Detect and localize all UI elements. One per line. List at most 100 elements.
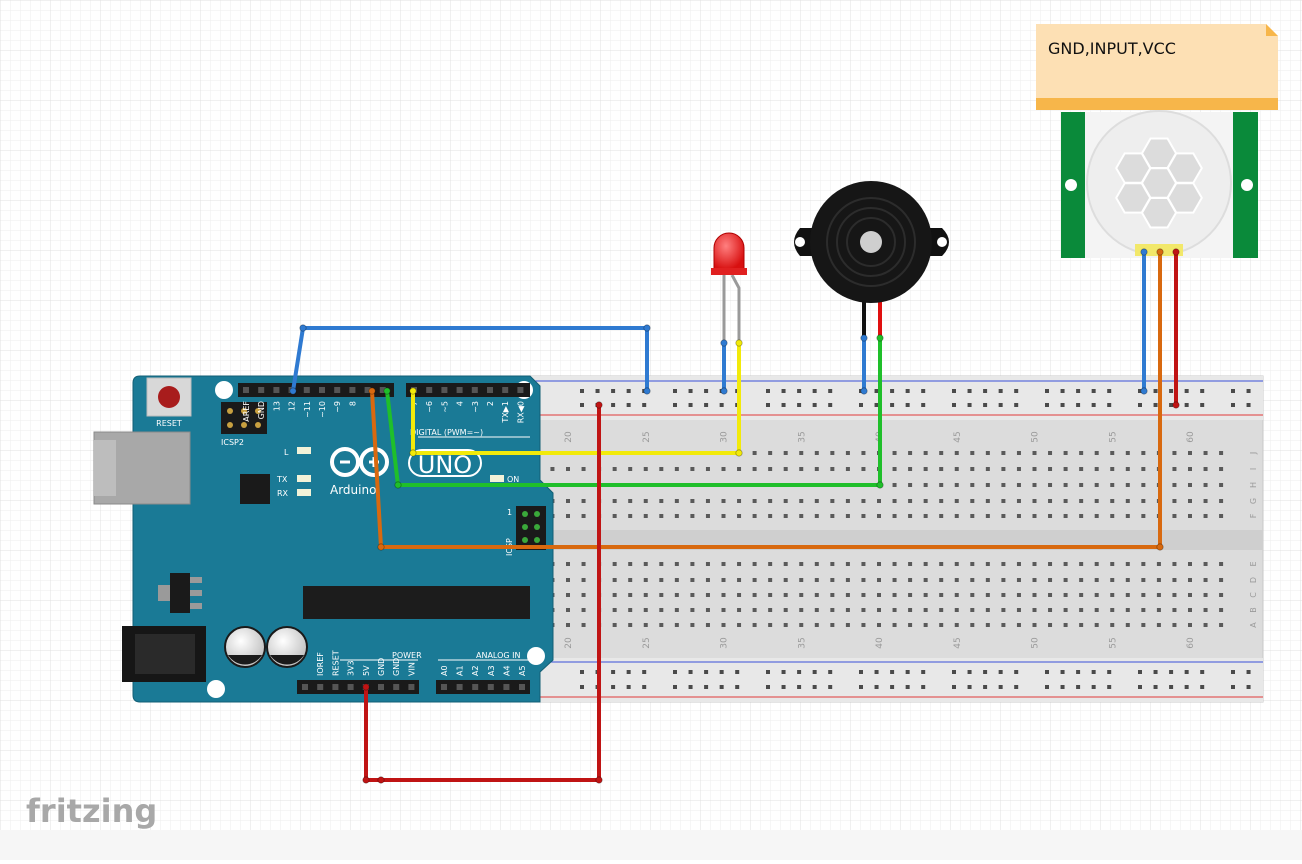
breadboard-hole[interactable] (705, 499, 710, 503)
breadboard-hole[interactable] (892, 608, 897, 612)
breadboard-hole[interactable] (752, 608, 757, 612)
breadboard-hole[interactable] (954, 514, 959, 518)
breadboard-hole[interactable] (923, 623, 928, 627)
breadboard-hole[interactable] (814, 578, 819, 582)
rail-hole[interactable] (673, 670, 677, 674)
rail-hole[interactable] (983, 403, 988, 407)
breadboard-hole[interactable] (581, 562, 586, 566)
rail-hole[interactable] (952, 685, 956, 689)
breadboard-hole[interactable] (1188, 608, 1192, 612)
wire-blue-gnd-arch[interactable] (291, 326, 649, 393)
rail-hole[interactable] (967, 685, 972, 689)
breadboard-hole[interactable] (954, 593, 959, 597)
rail-hole[interactable] (967, 389, 972, 393)
breadboard-hole[interactable] (1048, 499, 1053, 503)
breadboard-hole[interactable] (845, 499, 850, 503)
breadboard-hole[interactable] (612, 499, 617, 503)
breadboard-hole[interactable] (814, 514, 819, 518)
breadboard-hole[interactable] (970, 578, 975, 582)
breadboard-hole[interactable] (752, 451, 757, 455)
breadboard-hole[interactable] (628, 499, 633, 503)
breadboard-hole[interactable] (768, 623, 773, 627)
breadboard-hole[interactable] (892, 623, 897, 627)
breadboard-hole[interactable] (674, 499, 679, 503)
rail-hole[interactable] (797, 670, 802, 674)
breadboard-hole[interactable] (877, 578, 881, 582)
rail-hole[interactable] (781, 403, 786, 407)
breadboard-hole[interactable] (1001, 451, 1006, 455)
breadboard-hole[interactable] (783, 467, 788, 471)
rail-hole[interactable] (580, 670, 584, 674)
breadboard-hole[interactable] (908, 623, 913, 627)
breadboard-hole[interactable] (799, 451, 804, 455)
breadboard-hole[interactable] (845, 514, 850, 518)
breadboard-hole[interactable] (939, 514, 944, 518)
breadboard-hole[interactable] (690, 499, 695, 503)
breadboard-hole[interactable] (1063, 623, 1068, 627)
breadboard-hole[interactable] (1032, 578, 1037, 582)
breadboard-hole[interactable] (612, 514, 617, 518)
breadboard-hole[interactable] (861, 499, 866, 503)
breadboard-hole[interactable] (799, 623, 804, 627)
breadboard-hole[interactable] (845, 451, 850, 455)
rail-hole[interactable] (595, 389, 600, 393)
breadboard-hole[interactable] (1016, 608, 1021, 612)
breadboard-hole[interactable] (566, 562, 570, 566)
breadboard-hole[interactable] (939, 467, 944, 471)
breadboard-hole[interactable] (1188, 514, 1192, 518)
breadboard-hole[interactable] (939, 499, 944, 503)
breadboard-hole[interactable] (674, 514, 679, 518)
breadboard-hole[interactable] (1079, 499, 1084, 503)
breadboard-hole[interactable] (1110, 514, 1115, 518)
rail-hole[interactable] (704, 389, 709, 393)
breadboard-hole[interactable] (845, 467, 850, 471)
breadboard-hole[interactable] (1203, 514, 1208, 518)
breadboard-hole[interactable] (908, 483, 913, 487)
breadboard-hole[interactable] (1094, 593, 1099, 597)
breadboard-hole[interactable] (1032, 562, 1037, 566)
breadboard-hole[interactable] (768, 578, 773, 582)
breadboard-hole[interactable] (628, 562, 633, 566)
red-led[interactable] (711, 232, 747, 345)
breadboard-hole[interactable] (1094, 623, 1099, 627)
breadboard-hole[interactable] (1141, 562, 1146, 566)
rail-hole[interactable] (921, 685, 926, 689)
rail-hole[interactable] (1138, 403, 1142, 407)
rail-hole[interactable] (766, 670, 770, 674)
breadboard-hole[interactable] (985, 514, 990, 518)
breadboard-hole[interactable] (939, 562, 944, 566)
breadboard-hole[interactable] (768, 562, 773, 566)
rail-hole[interactable] (921, 389, 926, 393)
rail-hole[interactable] (797, 403, 802, 407)
breadboard-hole[interactable] (1094, 499, 1099, 503)
breadboard-hole[interactable] (830, 467, 835, 471)
rail-hole[interactable] (1060, 685, 1065, 689)
rail-hole[interactable] (1076, 685, 1081, 689)
breadboard-hole[interactable] (1141, 623, 1146, 627)
breadboard-hole[interactable] (1203, 451, 1208, 455)
breadboard-hole[interactable] (861, 578, 866, 582)
breadboard-hole[interactable] (1048, 451, 1053, 455)
rail-hole[interactable] (1246, 403, 1251, 407)
rail-hole[interactable] (1107, 670, 1112, 674)
rail-hole[interactable] (1200, 670, 1205, 674)
breadboard-hole[interactable] (1203, 623, 1208, 627)
rail-hole[interactable] (688, 389, 693, 393)
rail-hole[interactable] (1169, 670, 1174, 674)
breadboard-hole[interactable] (705, 623, 710, 627)
breadboard-hole[interactable] (690, 623, 695, 627)
breadboard-hole[interactable] (939, 578, 944, 582)
breadboard-hole[interactable] (985, 623, 990, 627)
breadboard-hole[interactable] (581, 499, 586, 503)
breadboard-hole[interactable] (1203, 578, 1208, 582)
rail-hole[interactable] (874, 685, 879, 689)
breadboard-hole[interactable] (1048, 467, 1053, 471)
rail-hole[interactable] (1014, 389, 1019, 393)
wires[interactable] (291, 250, 1178, 782)
breadboard-hole[interactable] (643, 514, 648, 518)
rail-hole[interactable] (1091, 403, 1096, 407)
breadboard-hole[interactable] (581, 608, 586, 612)
breadboard-hole[interactable] (970, 593, 975, 597)
breadboard-hole[interactable] (1188, 578, 1192, 582)
breadboard-hole[interactable] (752, 467, 757, 471)
